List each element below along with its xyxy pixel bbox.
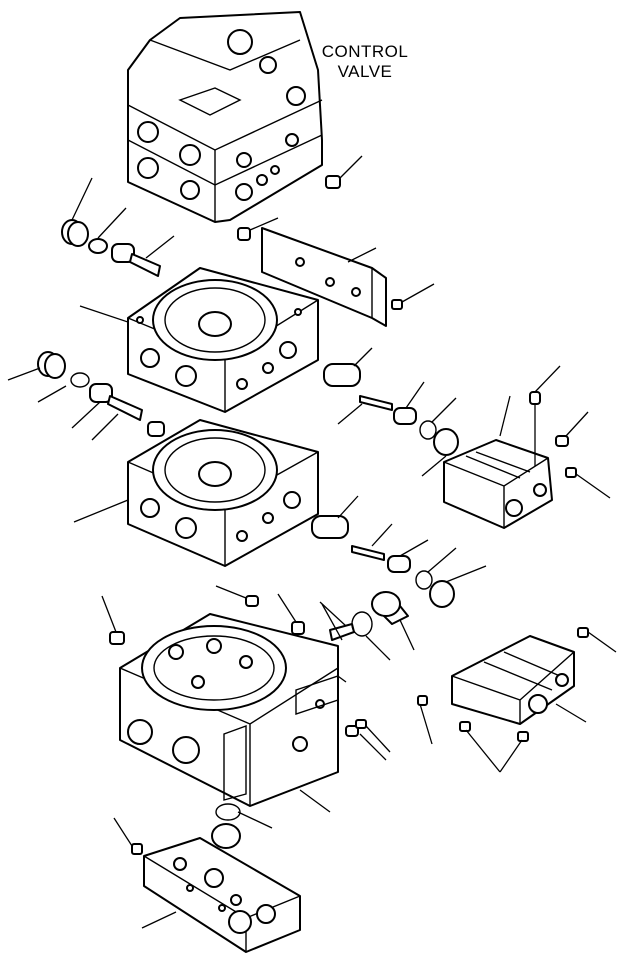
plug-top: [325, 155, 363, 189]
caption-line-1: CONTROL: [321, 42, 409, 61]
bar-assembly: [237, 217, 435, 327]
plug-under-base: [113, 803, 273, 855]
spool-group-lower: [311, 495, 487, 608]
plugs-base-right: [345, 719, 391, 761]
valve-section-1: [79, 267, 319, 413]
caption-line-2: VALVE: [337, 62, 393, 81]
bottom-plate: [141, 837, 301, 953]
valve-base-block: [119, 613, 339, 813]
spool-group-middle: [323, 347, 459, 477]
plugs-base-top: [101, 585, 305, 645]
valve-top-housing: [127, 11, 323, 223]
control-valve-caption: CONTROL VALVE: [300, 42, 430, 82]
valve-section-2: [73, 419, 319, 567]
spool-group-lower-left: [7, 351, 165, 441]
spool-group-upper: [61, 177, 175, 277]
cover-block-right-1: [443, 365, 611, 529]
cover-block-right-2: [417, 627, 617, 773]
